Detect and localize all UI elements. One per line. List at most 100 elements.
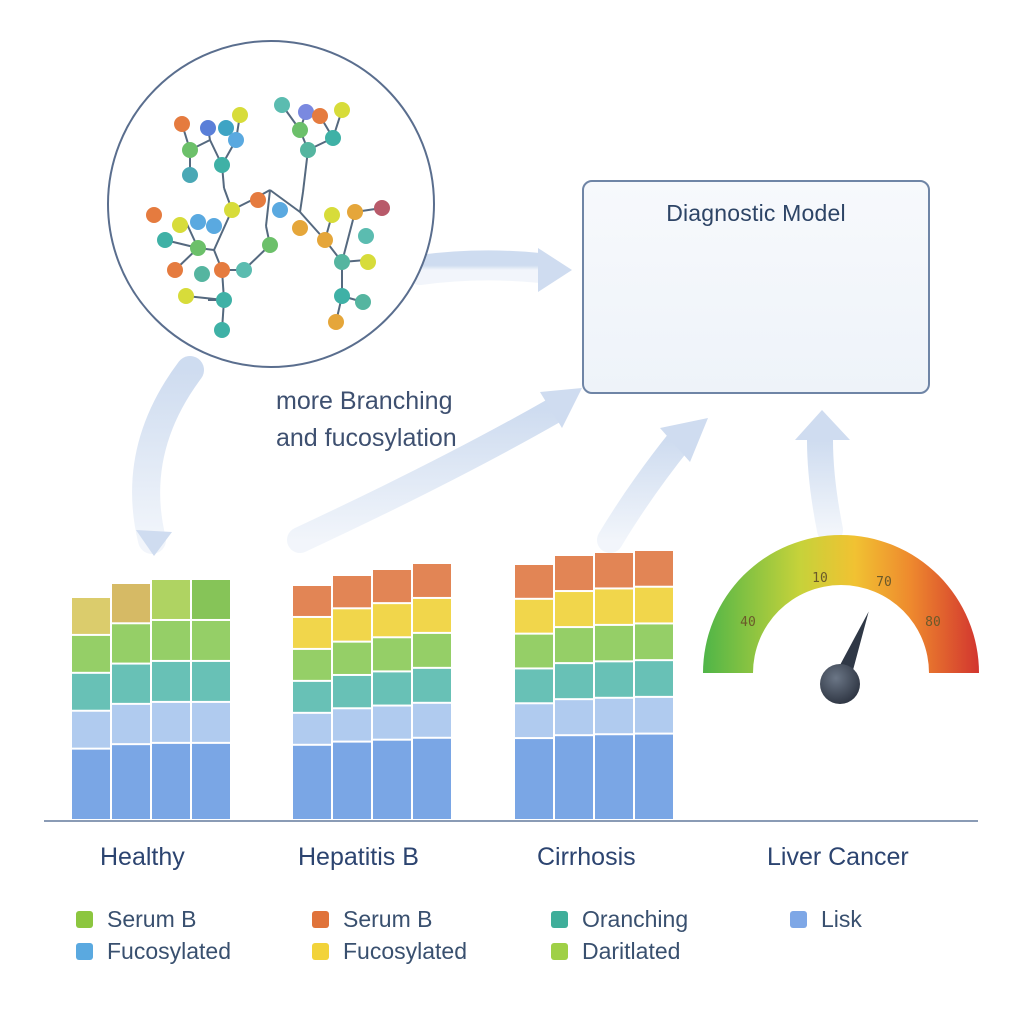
legend-swatch xyxy=(76,911,93,928)
glycan-node xyxy=(228,132,244,148)
gauge-knob xyxy=(820,664,860,704)
glycan-node xyxy=(194,266,210,282)
glycan-node xyxy=(182,142,198,158)
gauge-tick-2: 10 xyxy=(812,571,828,586)
glycan-node xyxy=(272,202,288,218)
arrow-circle-to-bars xyxy=(132,356,204,554)
glycan-node xyxy=(358,228,374,244)
bar-segment xyxy=(555,592,593,627)
glycan-node xyxy=(157,232,173,248)
bar-segment xyxy=(293,586,331,616)
bar-segment xyxy=(413,633,451,667)
glycan-node xyxy=(190,214,206,230)
legend-item: Lisk xyxy=(790,906,862,933)
glycan-node xyxy=(334,254,350,270)
glycan-bond xyxy=(265,189,271,227)
legend-item: Daritlated xyxy=(551,938,680,965)
bar-segment xyxy=(72,673,110,710)
glycan-node xyxy=(218,120,234,136)
bar-segment xyxy=(192,743,230,819)
glycan-node xyxy=(232,107,248,123)
stacked-bars xyxy=(72,551,673,819)
glycan-node xyxy=(355,294,371,310)
bar-segment xyxy=(333,609,371,641)
bar-segment xyxy=(152,702,190,742)
glycan-structure xyxy=(146,97,390,338)
gauge-tick-3: 70 xyxy=(876,575,892,590)
diagnostic-model-panel: Diagnostic Model xyxy=(582,180,930,394)
bar-segment xyxy=(293,617,331,648)
legend-label: Oranching xyxy=(582,906,689,932)
bar-segment xyxy=(72,749,110,819)
bar-segment xyxy=(192,661,230,701)
diagnostic-model-title: Diagnostic Model xyxy=(666,200,846,226)
bar-segment xyxy=(293,745,331,819)
bar-segment xyxy=(635,587,673,623)
bar-segment xyxy=(413,598,451,632)
legend-label: Daritlated xyxy=(582,938,681,964)
bar-segment xyxy=(293,649,331,680)
bar-segment xyxy=(192,580,230,619)
bar-segment xyxy=(373,604,411,637)
arrow-gauge-to-model xyxy=(807,427,843,543)
arrow-head-up-1 xyxy=(540,388,582,428)
legend-swatch xyxy=(790,911,807,928)
arrow-head-up-3 xyxy=(795,410,850,440)
bar-segment xyxy=(635,661,673,696)
group-label-healthy: Healthy xyxy=(100,843,185,871)
bar-segment xyxy=(192,620,230,660)
annotation-line-2: and fucosylation xyxy=(276,424,457,452)
bar-segment xyxy=(373,638,411,671)
glycan-node xyxy=(274,97,290,113)
legend-label: Serum B xyxy=(343,906,433,932)
legend-label: Fucosylated xyxy=(107,938,232,964)
annotation-line-1: more Branching xyxy=(276,387,453,415)
glycan-node xyxy=(174,116,190,132)
glycan-node xyxy=(292,220,308,236)
glycan-node xyxy=(214,157,230,173)
glycan-node xyxy=(325,130,341,146)
group-label-cirrhosis: Cirrhosis xyxy=(537,843,636,871)
bar-segment xyxy=(112,745,150,819)
bar-segment xyxy=(595,735,633,819)
bar-segment xyxy=(595,625,633,661)
bar-segment xyxy=(72,711,110,748)
bar-segment xyxy=(112,664,150,703)
bar-segment xyxy=(635,624,673,660)
gauge-tick-4: 80 xyxy=(925,615,941,630)
bar-segment xyxy=(152,580,190,619)
bar-segment xyxy=(413,703,451,737)
glycan-node xyxy=(200,120,216,136)
arrow-hepatitis-to-model xyxy=(597,427,693,553)
bar-segment xyxy=(192,702,230,742)
bar-segment xyxy=(333,742,371,819)
glycan-node xyxy=(214,262,230,278)
bar-segment xyxy=(112,584,150,623)
legend-item: Fucosylated xyxy=(76,938,231,965)
glycan-node xyxy=(292,122,308,138)
glycan-bond xyxy=(269,189,301,213)
arrow-bars-to-model xyxy=(287,397,568,553)
legend-swatch xyxy=(312,943,329,960)
glycan-node xyxy=(360,254,376,270)
glycan-node xyxy=(146,207,162,223)
glycan-node xyxy=(328,314,344,330)
bar-segment xyxy=(515,599,553,633)
glycan-node xyxy=(334,288,350,304)
glycan-node xyxy=(324,207,340,223)
bar-segment xyxy=(555,736,593,819)
bar-segment xyxy=(152,661,190,701)
bar-segment xyxy=(72,635,110,672)
glycan-node xyxy=(347,204,363,220)
bar-segment xyxy=(555,700,593,735)
flow-arrows xyxy=(132,248,850,556)
legend-swatch xyxy=(312,911,329,928)
arrow-head-down xyxy=(136,530,172,556)
gauge-arc xyxy=(703,535,979,673)
legend-item: Serum B xyxy=(312,906,432,933)
bar-segment xyxy=(635,734,673,819)
bar-segment xyxy=(413,668,451,702)
legend-swatch xyxy=(551,911,568,928)
glycan-node xyxy=(334,102,350,118)
glycan-node xyxy=(206,218,222,234)
